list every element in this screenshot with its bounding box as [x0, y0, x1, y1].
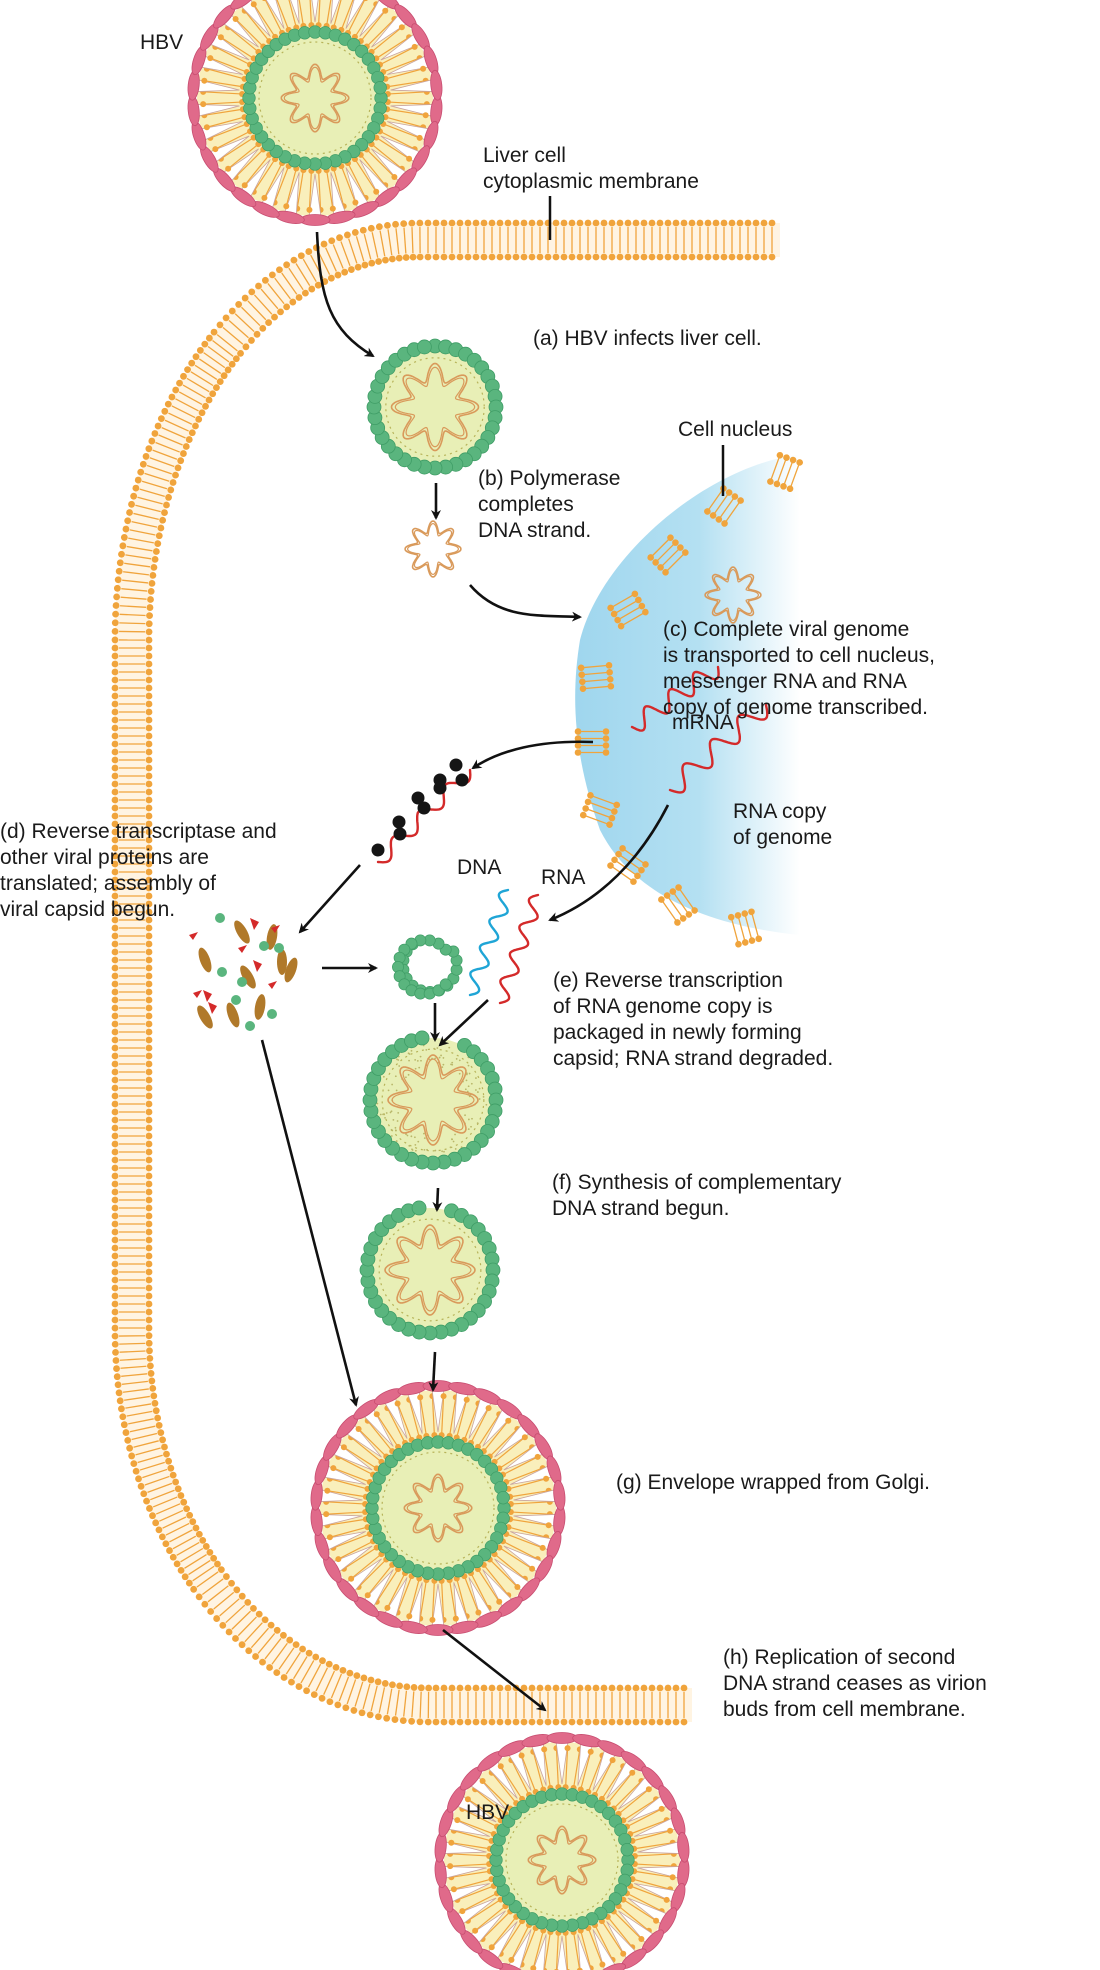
rna-copy-label-line: RNA copy: [733, 799, 832, 825]
ribosome: [450, 759, 463, 772]
caption-line: of RNA genome copy is: [553, 994, 833, 1020]
caption-line: capsid; RNA strand degraded.: [553, 1046, 833, 1072]
protein-brown: [253, 993, 267, 1020]
protein-green: [245, 1021, 255, 1031]
ribosome: [393, 816, 406, 829]
step-a-caption: (a) HBV infects liver cell.: [533, 326, 762, 352]
membrane-label-line: cytoplasmic membrane: [483, 169, 699, 195]
dna-label: DNA: [457, 855, 501, 881]
caption-line: other viral proteins are: [0, 845, 277, 871]
hbv-label-top: HBV: [140, 30, 183, 56]
protein-green: [237, 977, 247, 987]
caption-line: viral capsid begun.: [0, 897, 277, 923]
ribosome: [456, 774, 469, 787]
protein-green: [274, 943, 284, 953]
capsid-assembly-c: [392, 935, 451, 999]
caption-line: copy of genome transcribed.: [663, 695, 935, 721]
ribosome: [418, 802, 431, 815]
caption-line: is transported to cell nucleus,: [663, 643, 935, 669]
protein-red: [268, 981, 277, 989]
capsid-protein: [497, 1491, 510, 1504]
hbv-virion-golgi: [310, 1380, 567, 1636]
rna-copy-label: RNA copy of genome: [733, 799, 832, 851]
capsid-protein: [440, 979, 451, 990]
step-e-caption: (e) Reverse transcription of RNA genome …: [553, 968, 833, 1072]
protein-brown: [196, 946, 214, 974]
protein-green: [217, 967, 227, 977]
caption-line: (f) Synthesis of complementary: [552, 1170, 841, 1196]
arrow-to-nucleus: [470, 585, 580, 617]
rna-label: RNA: [541, 865, 585, 891]
capsid-protein: [412, 1201, 426, 1215]
protein-green: [259, 941, 269, 951]
arrow-proteins-to-virion: [262, 1040, 356, 1405]
caption-line: translated; assembly of: [0, 871, 277, 897]
capsid-forming: [363, 1031, 503, 1170]
capsid-protein: [621, 1843, 634, 1856]
membrane-label: Liver cell cytoplasmic membrane: [483, 143, 699, 195]
ribosome: [434, 782, 447, 795]
protein-green: [267, 1009, 277, 1019]
caption-line: (b) Polymerase: [478, 466, 620, 492]
nucleus-label: Cell nucleus: [678, 417, 792, 443]
hbv-virion-released: [434, 1732, 691, 1970]
arrow-capsid-to-capsid: [437, 1188, 438, 1210]
arrow-to-proteins: [300, 865, 360, 932]
protein-red: [203, 990, 212, 1002]
hbv-label-bottom: HBV: [466, 1800, 509, 1826]
rna-copy-label-line: of genome: [733, 825, 832, 851]
caption-line: packaged in newly forming: [553, 1020, 833, 1046]
caption-line: DNA strand begun.: [552, 1196, 841, 1222]
protein-red: [253, 960, 262, 972]
step-c-caption: (c) Complete viral genome is transported…: [663, 617, 935, 721]
caption-line: (d) Reverse transcriptase and: [0, 819, 277, 845]
protein-red: [208, 1002, 217, 1014]
protein-red: [238, 945, 247, 953]
capsid-entering: [367, 339, 503, 475]
step-d-caption: (d) Reverse transcriptase and other vira…: [0, 819, 277, 923]
caption-line: buds from cell membrane.: [723, 1697, 987, 1723]
protein-red: [189, 932, 198, 940]
ribosome: [372, 844, 385, 857]
dna-genome: [405, 521, 461, 577]
caption-line: (a) HBV infects liver cell.: [533, 326, 762, 352]
protein-brown: [224, 1001, 242, 1029]
capsid-protein: [417, 340, 431, 354]
protein-green: [231, 995, 241, 1005]
caption-line: messenger RNA and RNA: [663, 669, 935, 695]
step-f-caption: (f) Synthesis of complementary DNA stran…: [552, 1170, 841, 1222]
caption-line: DNA strand.: [478, 518, 620, 544]
caption-line: (g) Envelope wrapped from Golgi.: [616, 1470, 930, 1496]
capsid-protein: [415, 1031, 429, 1045]
membrane-label-line: Liver cell: [483, 143, 699, 169]
protein-red: [193, 990, 202, 998]
polysome-mrna: [378, 770, 470, 862]
step-h-caption: (h) Replication of second DNA strand cea…: [723, 1645, 987, 1723]
capsid-protein: [374, 81, 387, 94]
step-b-caption: (b) Polymerase completes DNA strand.: [478, 466, 620, 544]
caption-line: (c) Complete viral genome: [663, 617, 935, 643]
hbv-virion-top: [187, 0, 444, 226]
caption-line: (e) Reverse transcription: [553, 968, 833, 994]
caption-line: DNA strand ceases as virion: [723, 1671, 987, 1697]
viral-proteins: [189, 913, 300, 1031]
naked-genome: [405, 521, 461, 577]
ribosome: [394, 828, 407, 841]
caption-line: (h) Replication of second: [723, 1645, 987, 1671]
capsid-dna-synthesis: [360, 1201, 500, 1340]
rna-strand: [500, 895, 538, 1003]
step-g-caption: (g) Envelope wrapped from Golgi.: [616, 1470, 930, 1496]
caption-line: completes: [478, 492, 620, 518]
